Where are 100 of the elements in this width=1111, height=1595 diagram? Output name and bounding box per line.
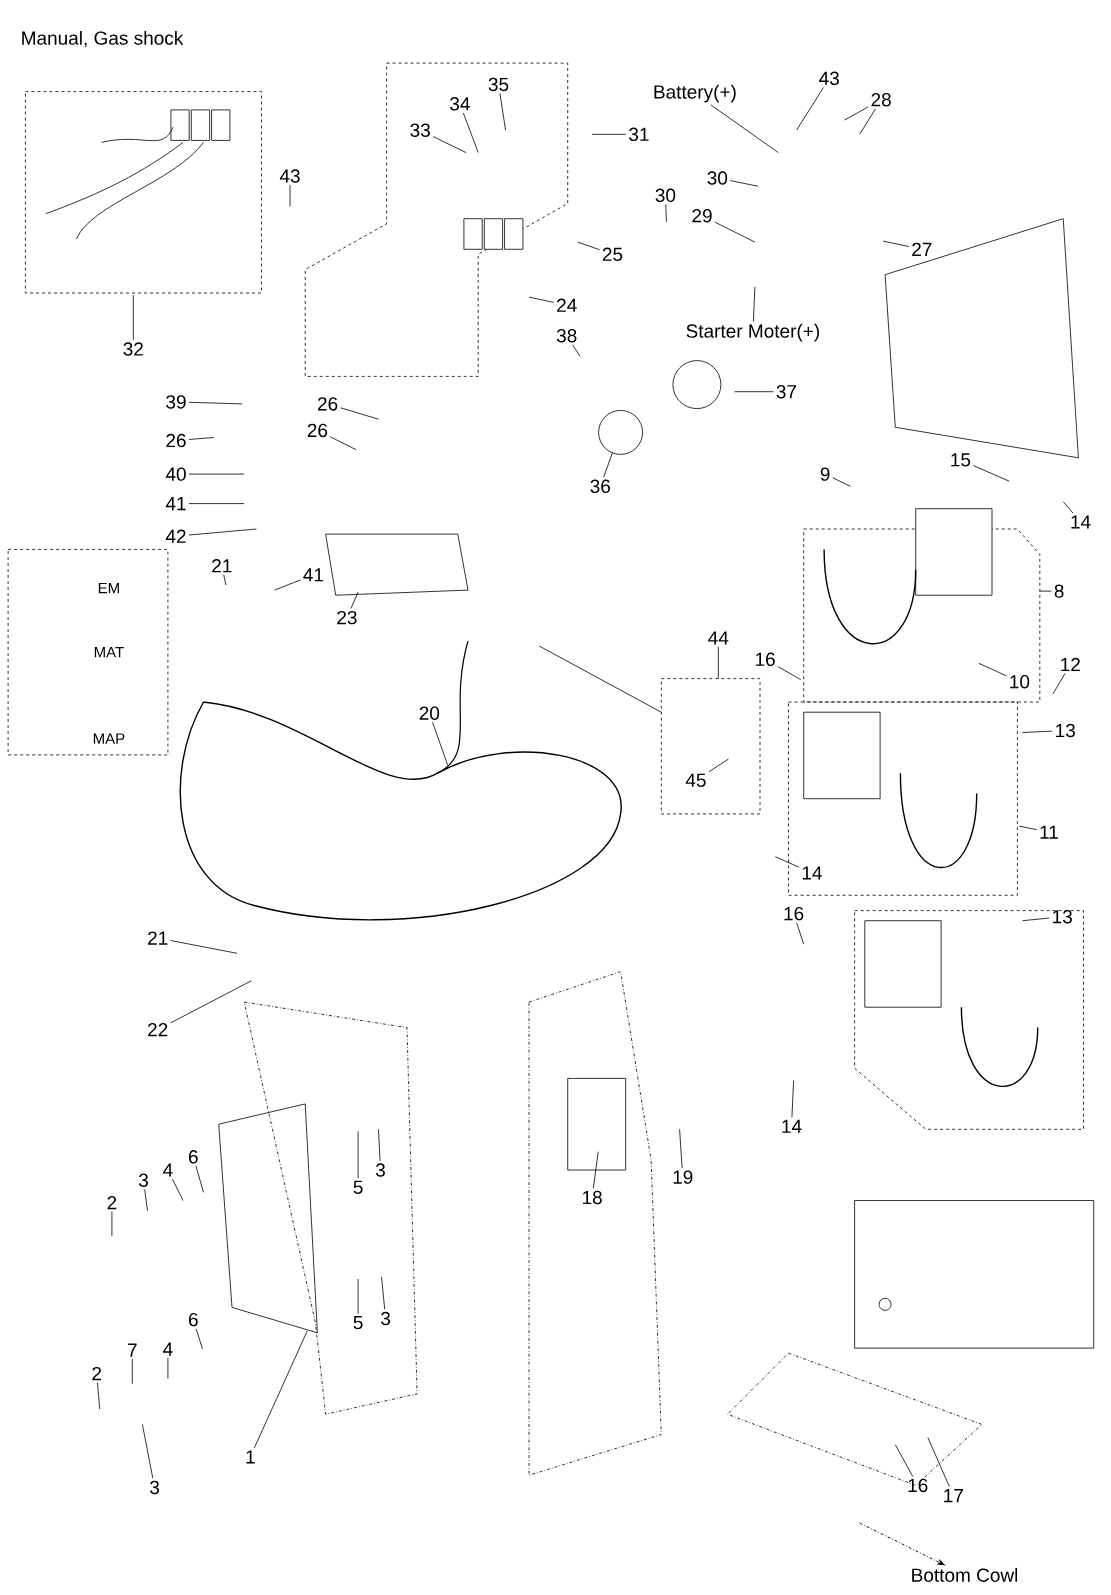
leader-line [1019, 825, 1038, 831]
leader-line [1039, 590, 1052, 592]
leader-line [679, 1128, 683, 1169]
leader-line [710, 104, 779, 153]
callout-number: 19 [673, 1170, 693, 1184]
leader-line [844, 106, 869, 121]
leader-line [289, 184, 291, 207]
callout-number: 13 [1056, 723, 1075, 738]
leader-line [195, 1328, 203, 1350]
leader-line [1022, 730, 1053, 733]
title: Manual, Gas shock [22, 30, 184, 48]
leader-line [432, 136, 467, 153]
leader-line [753, 286, 756, 322]
callout-number: 26 [307, 423, 328, 438]
leader-line [882, 240, 910, 247]
leader-line [378, 1128, 381, 1162]
callout-number: 45 [685, 773, 706, 787]
callout-number: 2 [107, 1196, 117, 1210]
callout-number: 16 [908, 1478, 928, 1493]
callout-number: 25 [602, 247, 623, 262]
callout-number: 28 [871, 92, 891, 107]
leader-line [350, 591, 359, 609]
callout-number: 6 [189, 1150, 198, 1164]
callout-number: 21 [212, 559, 232, 573]
callout-number: 18 [583, 1190, 602, 1205]
leader-line [774, 856, 800, 868]
callout-number: 12 [1061, 657, 1080, 672]
leader-line [171, 1178, 184, 1201]
callout-number: 37 [776, 385, 796, 399]
callout-number: 30 [655, 188, 676, 203]
callout-number: 3 [381, 1311, 391, 1326]
leader-line [170, 940, 238, 954]
callout-number: 32 [123, 342, 143, 356]
leader-line [499, 93, 506, 131]
leader-line [528, 296, 555, 303]
leader-line [832, 477, 851, 487]
callout-number: 9 [820, 467, 830, 481]
callout-number: 10 [1010, 675, 1030, 689]
callout-number: 33 [410, 123, 430, 137]
leader-line [729, 180, 759, 187]
callout-number: 4 [163, 1342, 173, 1356]
sensor-label: MAT [94, 647, 124, 658]
callout-number: 27 [912, 242, 932, 256]
callout-number: 44 [708, 631, 729, 645]
callout-number: 14 [1071, 515, 1091, 529]
leader-line [195, 1165, 204, 1193]
leader-line [188, 503, 245, 504]
leader-line [927, 1437, 950, 1488]
leader-line [665, 204, 667, 223]
callout-number: 31 [629, 127, 649, 142]
leader-line [894, 1444, 914, 1477]
callout-number: 11 [1040, 825, 1058, 839]
leader-line [717, 646, 719, 679]
callout-number: 43 [819, 71, 839, 86]
callout-number: 3 [138, 1173, 148, 1187]
leader-line [188, 473, 245, 475]
arrow [859, 1522, 945, 1566]
callout-number: 26 [318, 397, 338, 411]
leader-line [170, 980, 252, 1024]
sensor-label: EM [98, 582, 119, 594]
leader-line [274, 579, 301, 591]
leader-line [1062, 501, 1074, 514]
callout-number: 13 [1053, 910, 1072, 924]
leader-line [132, 294, 134, 341]
callout-number: 41 [303, 568, 324, 582]
leader-line [577, 241, 600, 251]
callout-number: 41 [165, 497, 186, 511]
callout-number: 16 [784, 906, 804, 921]
leader-line [777, 666, 802, 680]
leader-line [188, 437, 215, 440]
callout-number: 43 [279, 169, 300, 183]
callout-number: 40 [165, 467, 186, 481]
callout-number: 4 [163, 1163, 173, 1177]
leader-line [144, 1188, 148, 1212]
leader-line [796, 922, 805, 945]
leader-line [791, 1080, 794, 1118]
callout-number: 3 [375, 1163, 385, 1177]
leader-line [131, 1358, 133, 1385]
callout-number: 15 [951, 453, 971, 467]
leader-line [167, 1357, 169, 1379]
leader-line [734, 391, 774, 393]
callout-number: 24 [557, 298, 577, 312]
callout-number: 30 [707, 171, 728, 185]
leader-line [973, 465, 1010, 482]
callout-number: Starter Moter(+) [686, 323, 819, 342]
leader-line [462, 112, 479, 153]
leader-line [592, 1151, 599, 1189]
leader-line [572, 344, 581, 357]
callout-number: 42 [165, 529, 186, 543]
leader-line [796, 87, 824, 131]
leader-line [329, 436, 357, 451]
callout-number: 1 [246, 1450, 255, 1464]
leader-line [432, 721, 449, 766]
callout-number: 38 [556, 329, 577, 343]
callout-number: 14 [802, 866, 822, 880]
callout-number: 34 [450, 97, 470, 111]
leader-line [188, 401, 243, 405]
leader-line [340, 407, 379, 420]
callout-number: 22 [148, 1023, 168, 1037]
leader-line [591, 133, 627, 135]
